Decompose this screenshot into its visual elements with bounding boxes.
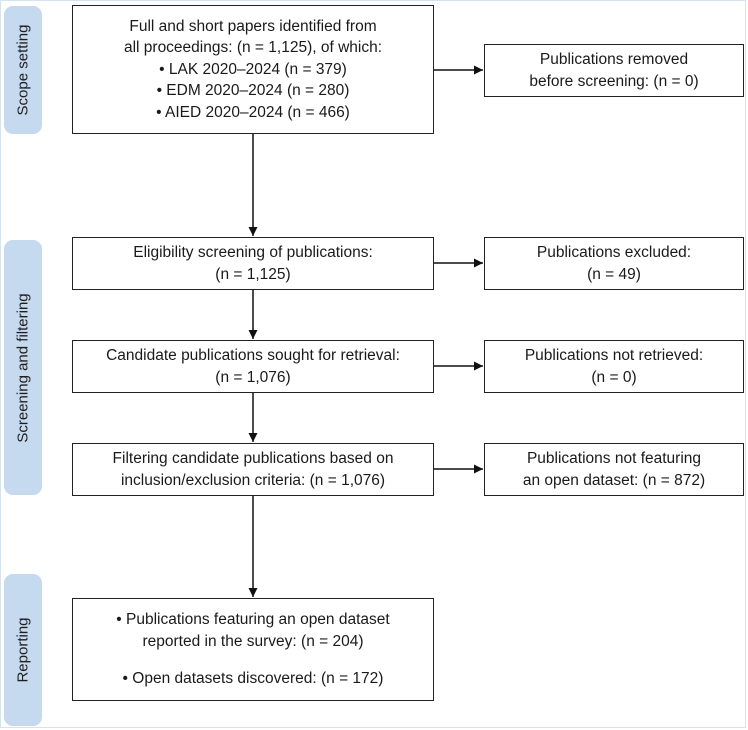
phase-reporting: Reporting [4, 574, 42, 726]
phase-scope-setting: Scope setting [4, 6, 42, 134]
box-not-retrieved: Publications not retrieved: (n = 0) [484, 340, 744, 393]
box-text-line: (n = 1,125) [215, 265, 291, 283]
box-text-line: • LAK 2020–2024 (n = 379) [159, 60, 347, 78]
box-candidate-publications: Candidate publications sought for retrie… [72, 340, 434, 393]
phase-screening-filtering: Screening and filtering [4, 240, 42, 495]
box-text-line: Publications excluded: [536, 244, 692, 261]
box-reporting-results: • Publications featuring an open dataset… [72, 598, 434, 701]
box-filtering-criteria: Filtering candidate publications based o… [72, 443, 434, 496]
box-text-line: Candidate publications sought for retrie… [106, 347, 400, 364]
box-text-line: an open dataset: (n = 872) [522, 471, 706, 489]
box-text-line: • Publications featuring an open dataset [116, 611, 390, 629]
box-text-line: • EDM 2020–2024 (n = 280) [156, 82, 350, 100]
box-text-line: Publications not retrieved: [524, 347, 704, 364]
box-text-line: (n = 1,076) [215, 368, 291, 386]
box-text-line: • AIED 2020–2024 (n = 466) [156, 103, 350, 121]
box-text-line: Publications removed [539, 51, 689, 68]
box-text-line: Eligibility screening of publications: [133, 244, 373, 261]
box-papers-identified: Full and short papers identified from al… [72, 5, 434, 134]
box-text-line: inclusion/exclusion criteria: (n = 1,076… [120, 471, 386, 489]
box-text-line: Full and short papers identified from [129, 17, 377, 35]
box-text-line: all proceedings: (n = 1,125), of which: [123, 39, 383, 57]
box-text-line: Filtering candidate publications based o… [112, 450, 394, 467]
box-text-line: Publications not featuring [526, 450, 702, 467]
box-no-open-dataset: Publications not featuring an open datas… [484, 443, 744, 496]
box-text-line: before screening: (n = 0) [529, 72, 699, 90]
box-text-line: (n = 49) [587, 265, 641, 283]
box-text-line: reported in the survey: (n = 204) [142, 632, 364, 650]
box-text-line: • Open datasets discovered: (n = 172) [122, 670, 384, 688]
box-eligibility-screening: Eligibility screening of publications: (… [72, 237, 434, 290]
box-text-line: (n = 0) [591, 368, 637, 386]
box-publications-excluded: Publications excluded: (n = 49) [484, 237, 744, 290]
box-removed-before-screening: Publications removed before screening: (… [484, 44, 744, 97]
